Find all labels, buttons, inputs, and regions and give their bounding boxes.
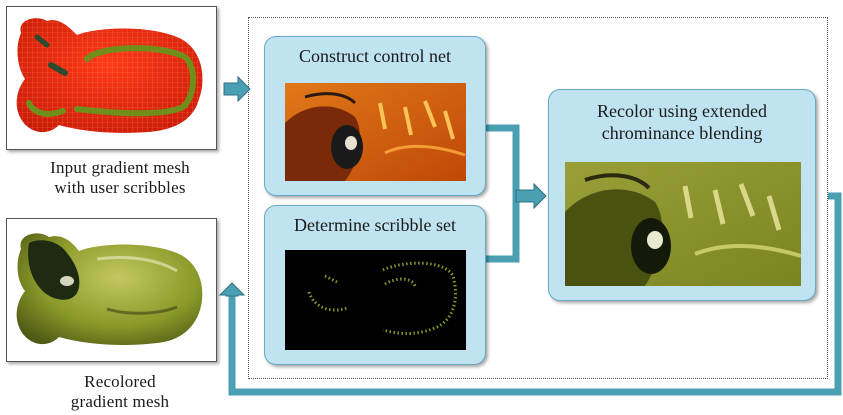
output-mesh-illustration	[16, 233, 203, 345]
control-net-image	[285, 83, 466, 181]
connector-scribble-to-recolor	[486, 196, 520, 263]
input-caption-line1: Input gradient mesh	[50, 158, 190, 177]
input-mesh-illustration	[16, 18, 203, 133]
arrow-into-recolor	[515, 182, 547, 210]
stage-title-recolor-line1: Recolor using extended	[597, 101, 767, 121]
arrow-input-to-process	[223, 75, 251, 103]
stage-title-recolor-line2: chrominance blending	[601, 123, 763, 143]
input-mesh-image	[6, 6, 217, 150]
stage-construct-control-net: Construct control net	[264, 36, 486, 196]
stage-recolor: Recolor using extended chrominance blend…	[548, 89, 816, 301]
process-region	[248, 17, 828, 379]
recolor-illustration	[565, 162, 801, 286]
stage-title-control-net: Construct control net	[299, 46, 451, 66]
connector-recolor-to-output	[228, 192, 842, 396]
stage-determine-scribble-set: Determine scribble set	[264, 205, 486, 365]
output-mesh-image	[6, 218, 217, 362]
stage-title-scribble-set: Determine scribble set	[294, 215, 456, 235]
scribble-set-illustration	[307, 261, 457, 335]
connector-controlnet-to-recolor	[486, 124, 520, 196]
output-caption-line2: gradient mesh	[70, 392, 170, 411]
input-caption-line2: with user scribbles	[54, 178, 186, 197]
scribble-set-image	[285, 250, 466, 350]
stage-title-recolor: Recolor using extended chrominance blend…	[549, 100, 815, 144]
recolor-image	[565, 162, 801, 286]
control-net-illustration	[285, 83, 466, 181]
output-caption: Recolored gradient mesh	[6, 372, 234, 412]
arrow-into-output	[218, 282, 246, 297]
output-caption-line1: Recolored	[84, 372, 156, 391]
input-caption: Input gradient mesh with user scribbles	[6, 158, 234, 198]
